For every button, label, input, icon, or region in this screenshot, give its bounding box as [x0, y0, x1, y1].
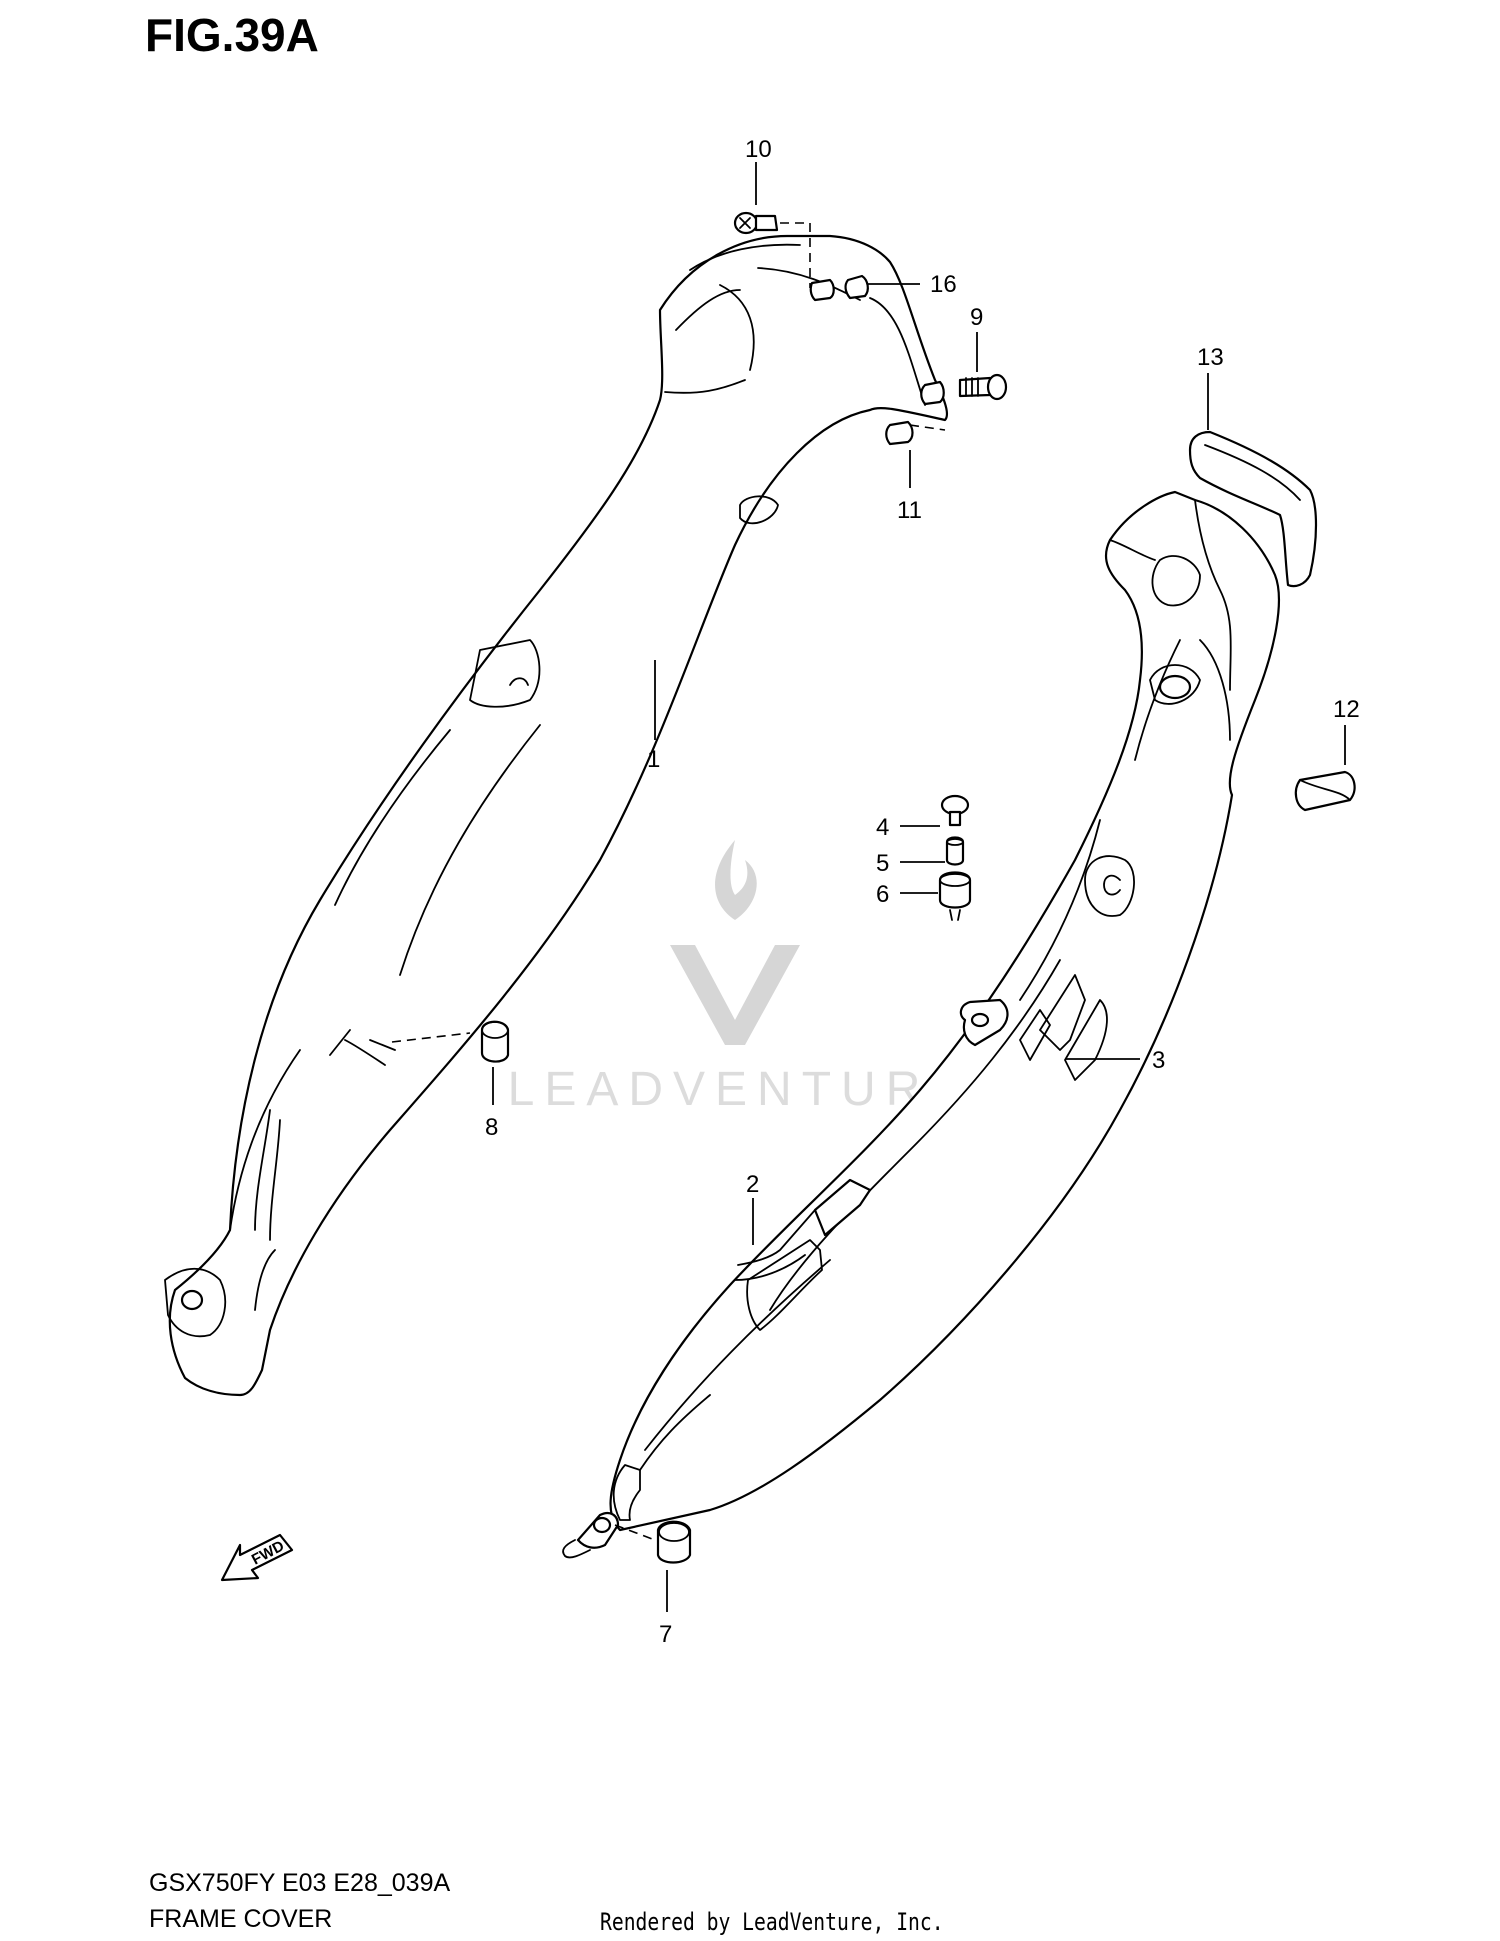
- callout-3: 3: [1152, 1047, 1165, 1074]
- nut-part-11: [885, 420, 946, 446]
- frame-cover-bracket-part-2: [562, 998, 1009, 1559]
- watermark-text: LEADVENTURE: [508, 1063, 973, 1116]
- leader-lines: [492, 162, 1346, 1612]
- pad-part-12: [1294, 770, 1356, 812]
- figure-title: FIG.39A: [145, 9, 319, 61]
- trim-strip-part-13: [1188, 430, 1318, 588]
- callout-6: 6: [876, 881, 889, 908]
- callout-16: 16: [930, 271, 957, 298]
- grommet-part-6: [938, 871, 972, 921]
- rendered-by-credit: Rendered by LeadVenture, Inc.: [600, 1908, 944, 1936]
- grommet-part-8: [391, 1020, 510, 1063]
- callout-9: 9: [970, 304, 983, 331]
- collar-part-5: [945, 836, 965, 866]
- forward-arrow-icon: FWD: [220, 1533, 294, 1582]
- screw-part-4: [940, 794, 970, 827]
- clip-part-16: [809, 274, 869, 302]
- screw-part-10: [733, 211, 811, 288]
- section-name: FRAME COVER: [149, 1905, 333, 1933]
- callout-5: 5: [876, 850, 889, 877]
- callout-4: 4: [876, 814, 889, 841]
- callout-11: 11: [897, 497, 922, 524]
- callout-13: 13: [1197, 344, 1224, 371]
- callout-numbers: 10 16 9 13 11 1 12 4 5 6 3 8 2 7: [485, 136, 1360, 1648]
- callout-8: 8: [485, 1114, 498, 1141]
- callout-12: 12: [1333, 696, 1360, 723]
- callout-1: 1: [647, 746, 660, 773]
- callout-10: 10: [745, 136, 772, 163]
- watermark-logo: LEADVENTURE: [508, 840, 973, 1116]
- callout-7: 7: [659, 1621, 672, 1648]
- bolt-part-9: [920, 373, 1008, 406]
- callout-2: 2: [746, 1171, 759, 1198]
- grommet-part-7: [614, 1520, 692, 1564]
- model-code: GSX750FY E03 E28_039A: [149, 1869, 451, 1897]
